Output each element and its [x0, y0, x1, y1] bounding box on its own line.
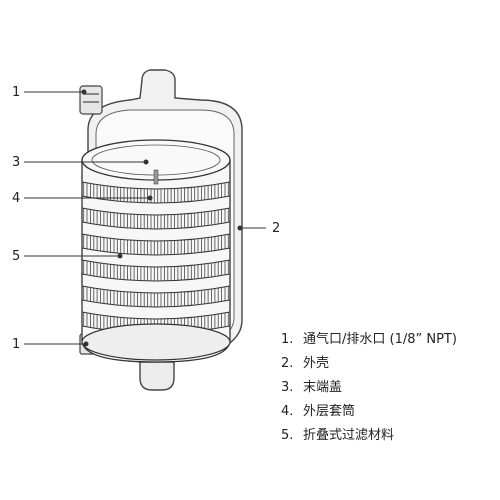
callout-drain: 1: [12, 337, 20, 352]
pleat-band: [81, 285, 231, 308]
legend-number: 5.: [281, 428, 294, 443]
legend-item-outer-sleeve: 4. 外层套筒: [281, 400, 496, 424]
pleat-band: [81, 207, 231, 230]
parts-legend: 1. 通气口/排水口 (1/8” NPT) 2. 外壳 3. 末端盖 4. 外层套筒 5…: [281, 328, 496, 448]
legend-number: 3.: [281, 380, 294, 395]
filter-element: [81, 139, 231, 363]
legend-text: 通气口/排水口 (1/8” NPT): [303, 332, 457, 347]
legend-item-housing: 2. 外壳: [281, 352, 496, 376]
callout-vent: 1: [12, 85, 20, 100]
callout-housing: 2: [272, 221, 280, 236]
pleat-band: [81, 233, 231, 256]
legend-text: 外壳: [303, 356, 330, 371]
end-cap-bottom: [81, 323, 231, 361]
bottom-outlet: [139, 361, 175, 391]
legend-number: 2.: [281, 356, 294, 371]
legend-item-pleated-media: 5. 折叠式过滤材料: [281, 424, 496, 448]
legend-text: 外层套筒: [303, 404, 356, 419]
legend-number: 4.: [281, 404, 294, 419]
pleat-band: [81, 259, 231, 282]
leader-lines: [24, 89, 266, 347]
end-cap-center-pin: [153, 169, 159, 185]
legend-item-end-cap: 3. 末端盖: [281, 376, 496, 400]
pleat-band: [81, 181, 231, 204]
legend-number: 1.: [281, 332, 294, 347]
legend-text: 折叠式过滤材料: [303, 428, 395, 443]
legend-item-vent: 1. 通气口/排水口 (1/8” NPT): [281, 328, 496, 352]
callout-outer-sleeve: 4: [12, 191, 20, 206]
legend-text: 末端盖: [303, 380, 343, 395]
callout-pleated-media: 5: [12, 249, 20, 264]
callout-end-cap: 3: [12, 155, 20, 170]
